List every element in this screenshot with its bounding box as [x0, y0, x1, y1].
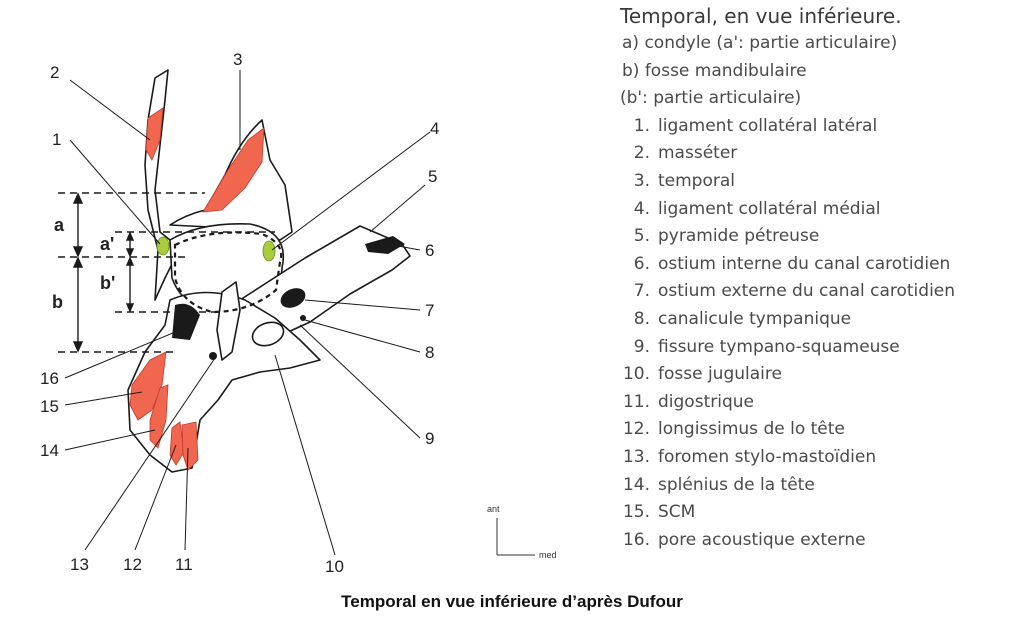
- legend-item-number: 2.: [633, 143, 650, 164]
- jugular-fossa-ring: [251, 321, 285, 347]
- label-5: 5: [428, 167, 437, 186]
- legend-sub-b: b) fosse mandibulaire: [622, 60, 807, 81]
- digastric-insertion: [181, 421, 199, 471]
- legend-item-label: digostrique: [658, 391, 754, 412]
- legend-item: 5. pyramide pétreuse: [614, 223, 1014, 251]
- tympanic-canaliculus: [300, 315, 306, 321]
- legend-item-label: fosse jugulaire: [658, 364, 782, 385]
- legend-item-label: pore acoustique externe: [658, 529, 866, 550]
- legend-item-label: masséter: [658, 143, 738, 164]
- label-3: 3: [233, 50, 242, 69]
- petrous-pyramid-shape: [239, 225, 411, 339]
- label-4: 4: [430, 119, 439, 138]
- styloid-process: [216, 281, 241, 361]
- legend-item: 16. pore acoustique externe: [614, 527, 1014, 555]
- legend-item-number: 3.: [633, 170, 650, 191]
- legend-item: 7. ostium externe du canal carotidien: [614, 278, 1014, 306]
- legend-item: 11. digostrique: [614, 389, 1014, 417]
- label-10: 10: [325, 557, 344, 576]
- zygomatic-process: [144, 69, 176, 301]
- legend-item: 9. fissure tympano-squameuse: [614, 334, 1014, 362]
- temporal-bone-diagram: a b a' b' 1 2 3 4 5 6 7 8 9 10 11 12 13 …: [40, 50, 557, 576]
- dim-label-b: b: [52, 292, 63, 312]
- label-9: 9: [425, 429, 434, 448]
- legend-item: 10. fosse jugulaire: [614, 361, 1014, 389]
- legend-item-label: longissimus de lo tête: [658, 419, 845, 440]
- label-8: 8: [425, 343, 434, 362]
- legend-item-number: 12.: [622, 419, 650, 440]
- legend-item-number: 1.: [633, 115, 650, 136]
- masseter-insertion: [145, 107, 164, 161]
- dim-label-a-prime: a': [100, 234, 114, 254]
- orientation-med-label: med: [539, 550, 557, 560]
- label-14: 14: [40, 441, 59, 460]
- carotid-canal-internal: [365, 236, 405, 254]
- legend-item-label: splénius de la tête: [658, 474, 815, 495]
- label-12: 12: [123, 555, 142, 574]
- legend-item: 12. longissimus de lo tête: [614, 416, 1014, 444]
- legend-item-label: temporal: [658, 170, 736, 191]
- figure-caption: Temporal en vue inférieure d’après Dufou…: [341, 592, 683, 611]
- label-7: 7: [425, 301, 434, 320]
- legend-item-label: ligament collatéral médial: [658, 198, 881, 219]
- legend-item-label: canalicule tympanique: [658, 308, 852, 329]
- dim-label-a: a: [54, 215, 65, 235]
- legend-item-number: 10.: [622, 364, 650, 385]
- legend-item: 14. splénius de la tête: [614, 472, 1014, 500]
- legend-item: 2. masséter: [614, 140, 1014, 168]
- dim-label-b-prime: b': [100, 273, 115, 293]
- legend-item: 1. ligament collatéral latéral: [614, 113, 1014, 141]
- legend-item-number: 8.: [633, 308, 650, 329]
- legend-item: 3. temporal: [614, 168, 1014, 196]
- legend-item-label: ostium interne du canal carotidien: [658, 253, 951, 274]
- label-1: 1: [52, 130, 61, 149]
- temporal-insertion: [202, 127, 265, 213]
- legend-item: 4. ligament collatéral médial: [614, 196, 1014, 224]
- legend-item-number: 5.: [633, 226, 650, 247]
- legend-item: 15. SCM: [614, 499, 1014, 527]
- legend-title: Temporal, en vue inférieure.: [620, 4, 902, 28]
- splenius-insertion: [149, 384, 169, 449]
- label-15: 15: [40, 397, 59, 416]
- legend-item: 6. ostium interne du canal carotidien: [614, 251, 1014, 279]
- legend-item-number: 7.: [633, 281, 650, 302]
- legend-item-number: 16.: [622, 529, 650, 550]
- medial-ligament-attachment: [262, 240, 276, 262]
- label-16: 16: [40, 369, 59, 388]
- orientation-ant-label: ant: [487, 504, 500, 514]
- legend-item-label: ligament collatéral latéral: [658, 115, 878, 136]
- legend-item-label: foromen stylo-mastoïdien: [658, 446, 877, 467]
- stylomastoid-foramen: [209, 352, 217, 360]
- label-11: 11: [175, 555, 193, 574]
- legend-sub-b-prime: (b': partie articulaire): [620, 88, 802, 109]
- label-2: 2: [50, 63, 59, 82]
- legend-item-number: 6.: [633, 253, 650, 274]
- legend-item: 13. foromen stylo-mastoïdien: [614, 444, 1014, 472]
- legend-item-number: 9.: [633, 336, 650, 357]
- legend-item-label: ostium externe du canal carotidien: [658, 281, 956, 302]
- legend-sub-a: a) condyle (a': partie articulaire): [622, 33, 898, 53]
- orientation-marker: [496, 518, 535, 556]
- legend-list: 1. ligament collatéral latéral 2. masséter 3…: [614, 113, 1014, 555]
- carotid-canal-external: [280, 288, 306, 308]
- label-6: 6: [425, 241, 434, 260]
- legend-item-number: 14.: [622, 474, 650, 495]
- legend-item: 8. canalicule tympanique: [614, 306, 1014, 334]
- legend-item-number: 15.: [622, 502, 650, 523]
- legend-item-label: SCM: [658, 502, 696, 523]
- lateral-ligament-attachment: [156, 236, 170, 256]
- legend-item-number: 11.: [622, 391, 650, 412]
- legend-item-number: 4.: [633, 198, 650, 219]
- label-13: 13: [70, 555, 89, 574]
- legend-item-label: fissure tympano-squameuse: [658, 336, 900, 357]
- longissimus-insertion: [169, 421, 185, 466]
- legend-item-label: pyramide pétreuse: [658, 226, 820, 247]
- legend-item-number: 13.: [622, 446, 650, 467]
- legend: Temporal, en vue inférieure. a) condyle …: [614, 4, 1014, 554]
